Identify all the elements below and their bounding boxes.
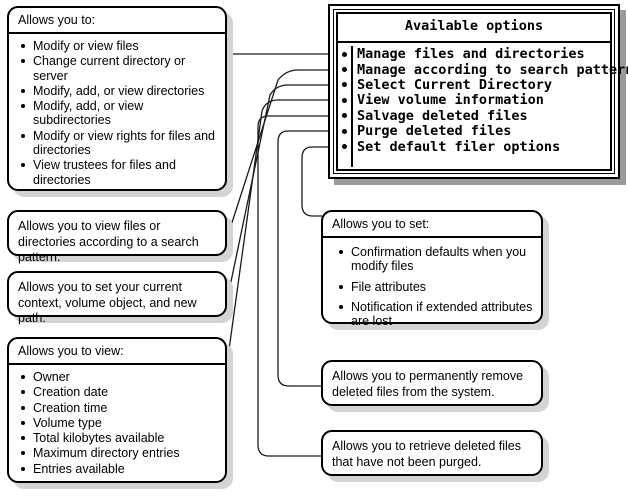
callout-text: Allows you to view files or directories … bbox=[18, 219, 199, 264]
option-label: View volume information bbox=[357, 92, 544, 109]
option-label: Manage files and directories bbox=[357, 46, 585, 63]
callout-heading: Allows you to set: bbox=[323, 212, 541, 238]
option-label: Set default filer options bbox=[357, 138, 561, 155]
list-item: View trustees for files and directories bbox=[21, 158, 217, 187]
option-row-select-current-directory[interactable]: Select Current Directory bbox=[338, 77, 610, 92]
callout-search-pattern: Allows you to view files or directories … bbox=[7, 210, 227, 264]
option-label: Manage according to search pattern bbox=[357, 61, 628, 78]
list-item: Modify, add, or view subdirectories bbox=[21, 99, 217, 128]
option-row-set-default-filer-options[interactable]: Set default filer options bbox=[338, 139, 610, 154]
callout-body: Owner Creation date Creation time Volume… bbox=[9, 365, 225, 482]
list-item: Notification if extended attributes are … bbox=[339, 299, 533, 329]
option-row-view-volume-information[interactable]: View volume information bbox=[338, 93, 610, 108]
connector-default-options bbox=[301, 146, 332, 217]
callout-heading: Allows you to: bbox=[9, 8, 225, 34]
list-item: Modify, add, or view directories bbox=[21, 84, 217, 98]
callout-purge: Allows you to permanently remove deleted… bbox=[321, 360, 543, 406]
callout-current-directory: Allows you to set your current context, … bbox=[7, 271, 227, 325]
bullet-icon bbox=[342, 97, 347, 103]
list-item: Modify or view rights for files and dire… bbox=[21, 128, 216, 158]
list-item: Owner bbox=[21, 370, 217, 384]
option-label: Salvage deleted files bbox=[357, 107, 528, 124]
connector-current-directory bbox=[227, 84, 332, 297]
option-row-manage-files[interactable]: Manage files and directories bbox=[338, 47, 610, 62]
callout-salvage: Allows you to retrieve deleted files tha… bbox=[321, 430, 543, 476]
callout-text: Allows you to retrieve deleted files tha… bbox=[332, 439, 521, 469]
connector-salvage bbox=[257, 115, 332, 457]
list-item: Change current directory or server bbox=[21, 54, 217, 83]
option-label: Select Current Directory bbox=[357, 76, 553, 93]
callout-text: Allows you to permanently remove deleted… bbox=[332, 369, 524, 399]
list-item: Entries available bbox=[21, 462, 217, 476]
panel-option-list: Manage files and directories Manage acco… bbox=[336, 42, 628, 171]
list-item: Creation date bbox=[21, 385, 217, 399]
connector-purge bbox=[277, 130, 332, 387]
connector-search-pattern bbox=[227, 69, 332, 236]
option-label: Purge deleted files bbox=[357, 123, 512, 140]
list-item: File attributes bbox=[339, 280, 533, 294]
list-item: Creation time bbox=[21, 401, 217, 415]
bullet-icon bbox=[342, 67, 347, 73]
callout-list: Confirmation defaults when you modify fi… bbox=[329, 245, 533, 328]
list-item: Maximum directory entries bbox=[21, 446, 217, 460]
list-item: Modify or view files bbox=[21, 39, 217, 53]
bullet-icon bbox=[342, 82, 347, 88]
option-list-rule bbox=[351, 45, 353, 167]
list-item: Volume type bbox=[21, 416, 217, 430]
callout-heading: Allows you to view: bbox=[9, 339, 225, 365]
option-row-salvage-deleted-files[interactable]: Salvage deleted files bbox=[338, 108, 610, 123]
callout-list: Owner Creation date Creation time Volume… bbox=[15, 370, 217, 476]
available-options-panel: Available options Manage files and direc… bbox=[328, 4, 628, 179]
bullet-icon bbox=[342, 113, 347, 119]
callout-default-options: Allows you to set: Confirmation defaults… bbox=[321, 210, 543, 328]
callout-body: Modify or view files Change current dire… bbox=[9, 34, 225, 193]
callout-body: Confirmation defaults when you modify fi… bbox=[323, 238, 541, 334]
bullet-icon bbox=[342, 51, 347, 57]
bullet-icon bbox=[342, 128, 347, 134]
callout-list: Modify or view files Change current dire… bbox=[15, 39, 217, 187]
option-row-purge-deleted-files[interactable]: Purge deleted files bbox=[338, 123, 610, 138]
callout-manage-files: Allows you to: Modify or view files Chan… bbox=[7, 6, 227, 191]
panel-title: Available options bbox=[336, 12, 612, 43]
callout-text: Allows you to set your current context, … bbox=[18, 280, 197, 325]
callout-volume-info: Allows you to view: Owner Creation date … bbox=[7, 337, 227, 483]
bullet-icon bbox=[342, 144, 347, 150]
option-row-search-pattern[interactable]: Manage according to search pattern bbox=[338, 62, 628, 77]
list-item: Total kilobytes available bbox=[21, 431, 217, 445]
list-item: Confirmation defaults when you modify fi… bbox=[339, 245, 533, 274]
connector-volume-info bbox=[227, 99, 332, 358]
